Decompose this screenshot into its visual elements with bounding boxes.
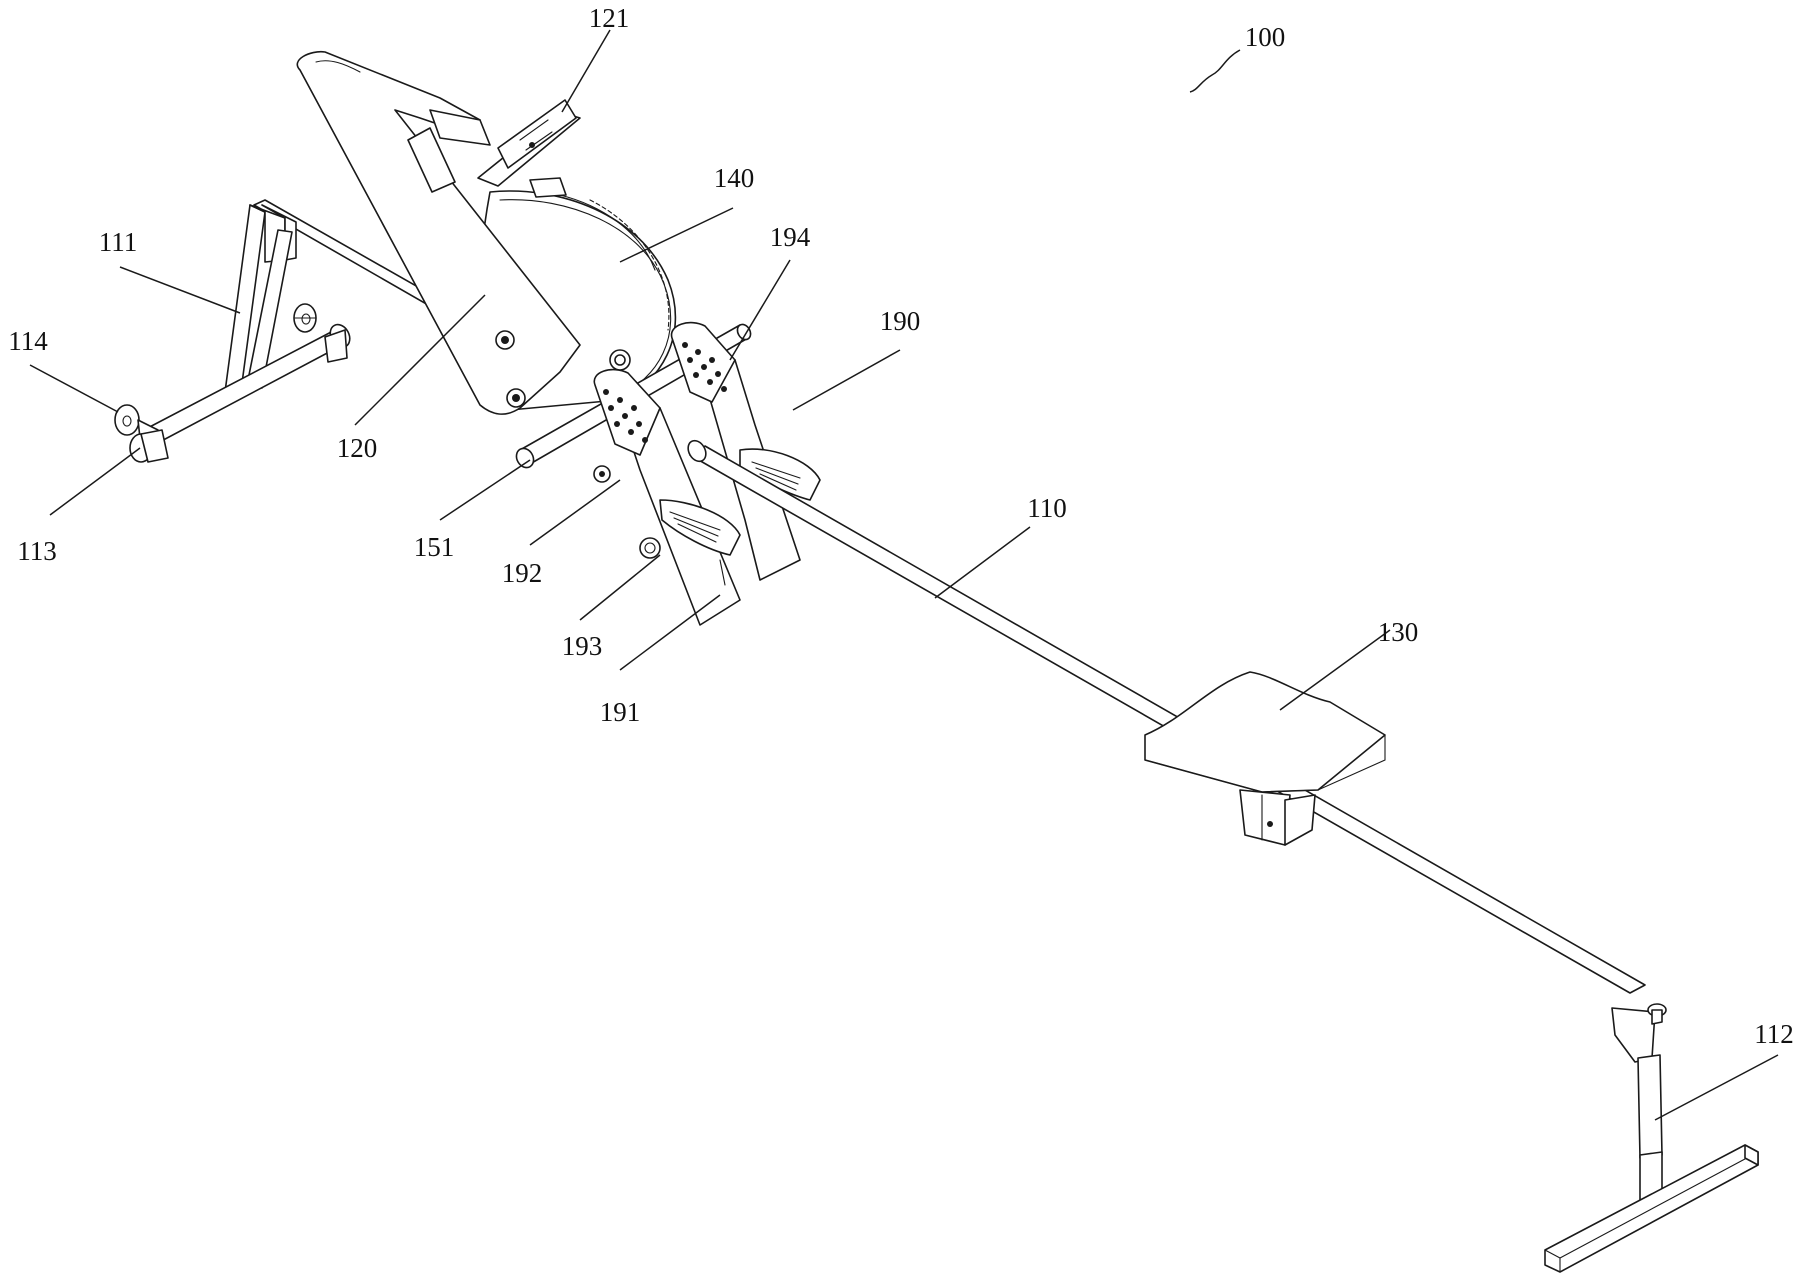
leader-190 (793, 350, 900, 410)
leader-191 (620, 595, 720, 670)
leader-112 (1655, 1055, 1778, 1120)
leader-130 (1280, 630, 1390, 710)
leader-151 (440, 460, 530, 520)
main-rail (685, 437, 1645, 993)
leader-192 (530, 480, 620, 545)
label-151: 151 (414, 532, 455, 562)
label-191: 191 (600, 697, 641, 727)
reference-numerals: 100 121 140 194 190 111 114 113 120 151 … (8, 3, 1794, 1049)
label-140: 140 (714, 163, 755, 193)
label-190: 190 (880, 306, 921, 336)
leader-140 (620, 208, 733, 262)
leader-114 (30, 365, 118, 412)
label-194: 194 (770, 222, 811, 252)
front-support-frame (115, 205, 354, 462)
label-120: 120 (337, 433, 378, 463)
monitor-display (478, 100, 580, 186)
leader-193 (580, 555, 660, 620)
label-193: 193 (562, 631, 603, 661)
rear-support-foot (1545, 1004, 1758, 1272)
leader-194 (730, 260, 790, 360)
leader-110 (935, 527, 1030, 598)
leader-113 (50, 448, 140, 515)
leader-121 (562, 30, 610, 112)
label-112: 112 (1754, 1019, 1794, 1049)
label-121: 121 (589, 3, 630, 33)
label-113: 113 (17, 536, 57, 566)
label-114: 114 (8, 326, 48, 356)
label-110: 110 (1027, 493, 1067, 523)
leader-100 (1190, 50, 1240, 92)
label-130: 130 (1378, 617, 1419, 647)
leader-111 (120, 267, 240, 313)
label-192: 192 (502, 558, 543, 588)
label-111: 111 (99, 227, 138, 257)
label-100: 100 (1245, 22, 1286, 52)
